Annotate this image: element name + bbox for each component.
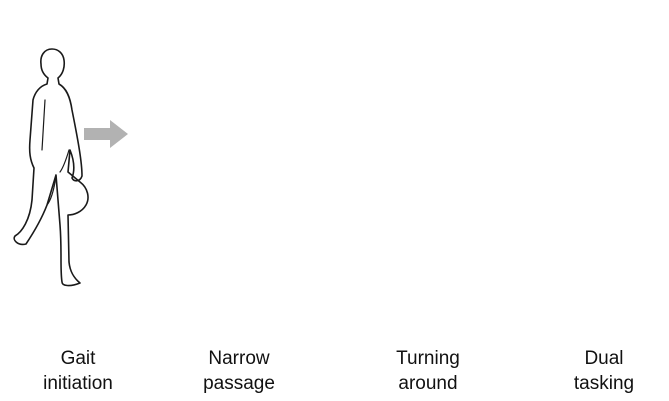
caption-narrow-passage: Narrow passage — [174, 346, 304, 396]
caption-gait-initiation: Gait initiation — [13, 346, 143, 396]
caption-dual-tasking: Dual tasking — [539, 346, 669, 396]
panel-gait-initiation — [14, 49, 128, 286]
walking-figure-icon — [14, 49, 88, 286]
right-arrow-icon — [84, 120, 128, 148]
caption-turning-around: Turning around — [363, 346, 493, 396]
